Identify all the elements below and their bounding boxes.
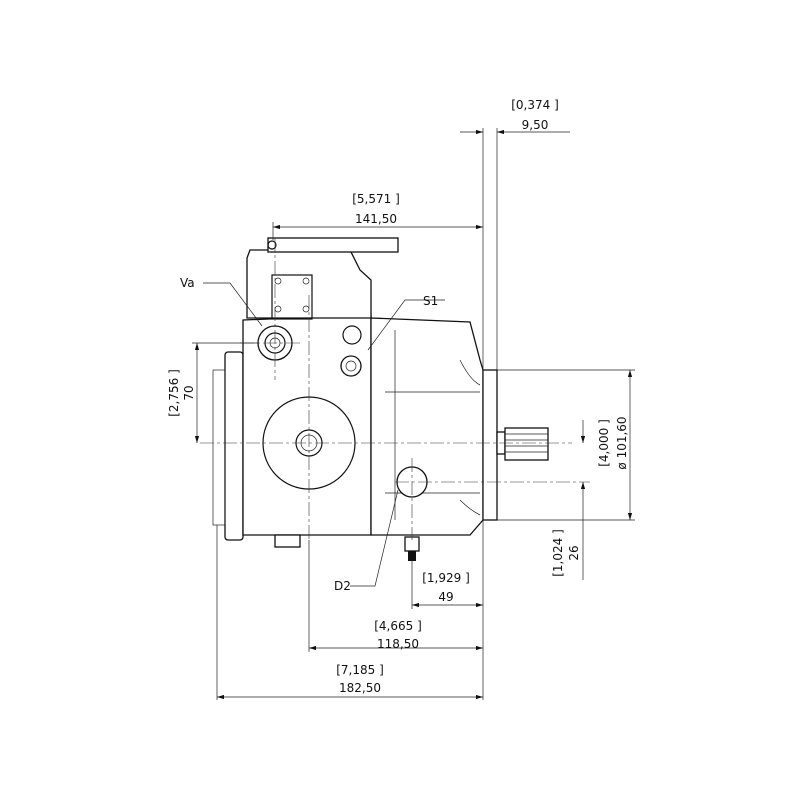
lever-pivot	[267, 240, 277, 250]
dim-drain-distance-inch: [1,929 ]	[422, 571, 470, 585]
dim-pilot-diameter-mm: ø 101,60	[615, 416, 629, 469]
port-s1	[340, 355, 362, 377]
dim-drain-height-inch: [1,024 ]	[551, 529, 565, 577]
dim-drain-height-mm: 26	[567, 545, 581, 560]
dim-overall-length-mm: 182,50	[339, 681, 381, 695]
dim-va-height-mm: 70	[182, 385, 196, 400]
label-d2: D2	[334, 579, 351, 593]
drive-shaft-spline	[504, 427, 549, 461]
front-housing	[370, 317, 484, 536]
front-flange	[482, 369, 498, 521]
rear-cover	[212, 369, 226, 526]
dim-control-length-mm: 141,50	[355, 212, 397, 226]
control-lever	[267, 237, 399, 253]
dim-flange-offset-inch: [0,374 ]	[511, 98, 559, 112]
control-cover-plate	[271, 274, 313, 320]
pump-body	[212, 237, 549, 561]
dim-control-length-inch: [5,571 ]	[352, 192, 400, 206]
label-s1: S1	[423, 294, 438, 308]
dim-flange-offset-mm: 9,50	[522, 118, 549, 132]
mounting-flange-rear	[224, 351, 244, 541]
control-block	[246, 249, 372, 319]
dim-center-distance-mm: 118,50	[377, 637, 419, 651]
dim-pilot-diameter-inch: [4,000 ]	[597, 419, 611, 467]
dim-overall-length-inch: [7,185 ]	[336, 663, 384, 677]
dim-drain-distance-mm: 49	[438, 590, 453, 604]
dim-center-distance-inch: [4,665 ]	[374, 619, 422, 633]
dimension-lines	[194, 129, 633, 700]
dim-va-height-inch: [2,756 ]	[167, 369, 181, 417]
label-va: Va	[180, 276, 195, 290]
